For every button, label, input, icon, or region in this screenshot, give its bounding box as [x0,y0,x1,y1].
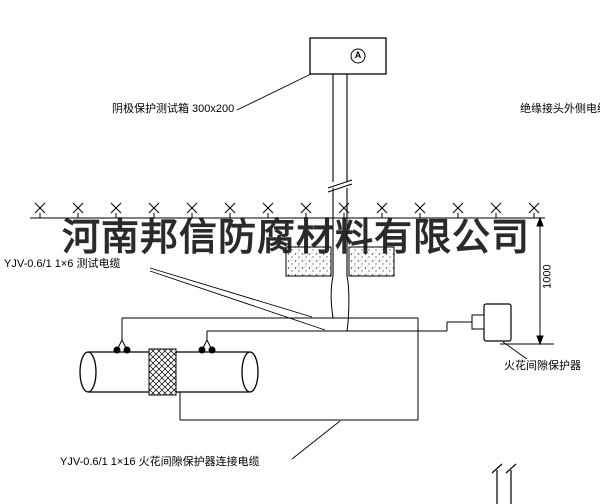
watermark: 河南邦信防腐材料有限公司 [62,217,531,259]
ammeter-circle [350,48,366,64]
insulating-joint [148,348,177,396]
conduit [332,74,348,276]
ground-hatch-symbols [34,202,540,218]
spark-gap-label: 火花间隙保护器 [504,360,581,372]
leader-lines [149,73,528,460]
concrete-blocks [285,246,395,277]
test-cable-lines [330,275,350,332]
cable-circuit [121,317,484,421]
bottom-pipe-symbol [491,463,517,504]
test-box-label: 阴极保护测试箱 300x200 [112,103,235,115]
dimension-1000-label: 1000 [541,264,554,289]
weld-connections [113,339,216,354]
pipe-break-symbol [327,179,353,193]
test-box [309,37,387,75]
spark-gap-protector [471,303,512,342]
dimension-line [500,216,554,346]
ammeter-letter: A [354,50,362,60]
insulated-joint-cable-label: 绝缘接头外侧电缆 [520,103,600,115]
test-cable-label: YJV-0.6/1 1×6 测试电缆 [4,258,121,270]
spark-gap-cable-label: YJV-0.6/1 1×16 火花间隙保护器连接电缆 [60,456,260,468]
